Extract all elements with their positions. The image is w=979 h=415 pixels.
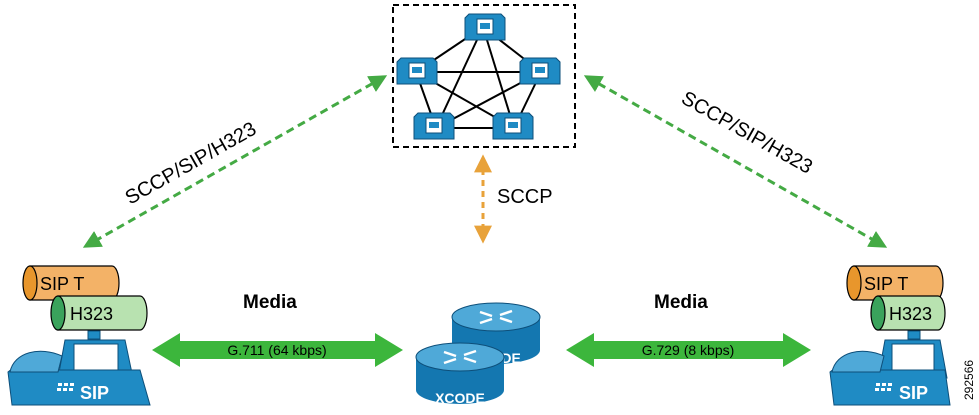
left-sip-phone-icon: SIP	[7, 330, 151, 406]
media-label-left: Media	[243, 292, 297, 313]
media-arrow-right: G.729 (8 kbps)	[566, 333, 811, 367]
left-h323-trunk-label: H323	[70, 304, 113, 324]
right-h323-trunk: H323	[870, 295, 946, 331]
xcode-router-front: XCODE	[415, 342, 505, 406]
signaling-arrow-right	[583, 75, 888, 248]
codec-label-left: G.711 (64 kbps)	[227, 342, 326, 358]
signaling-arrow-left	[82, 75, 388, 248]
sccp-label: SCCP	[497, 186, 553, 208]
left-phone-label: SIP	[80, 383, 109, 403]
right-phone-label: SIP	[899, 383, 928, 403]
signaling-label-left: SCCP/SIP/H323	[122, 118, 261, 209]
server-icon	[396, 57, 438, 85]
left-sip-trunk: SIP T	[22, 265, 120, 301]
server-icon	[519, 57, 561, 85]
signaling-label-right: SCCP/SIP/H323	[678, 87, 817, 178]
server-icon	[492, 112, 534, 140]
figure-id: 292566	[962, 360, 976, 400]
right-sip-phone-icon: SIP	[829, 330, 951, 406]
right-sip-trunk: SIP T	[846, 265, 944, 301]
server-icon	[464, 13, 506, 41]
codec-label-right: G.729 (8 kbps)	[642, 342, 735, 358]
media-arrow-left: G.711 (64 kbps)	[152, 333, 403, 367]
left-sip-trunk-label: SIP T	[40, 274, 84, 294]
right-h323-trunk-label: H323	[889, 304, 932, 324]
server-icon	[413, 112, 455, 140]
xcode-label-front: XCODE	[435, 390, 485, 406]
media-label-right: Media	[654, 292, 708, 313]
left-h323-trunk: H323	[50, 295, 148, 331]
right-sip-trunk-label: SIP T	[864, 274, 908, 294]
